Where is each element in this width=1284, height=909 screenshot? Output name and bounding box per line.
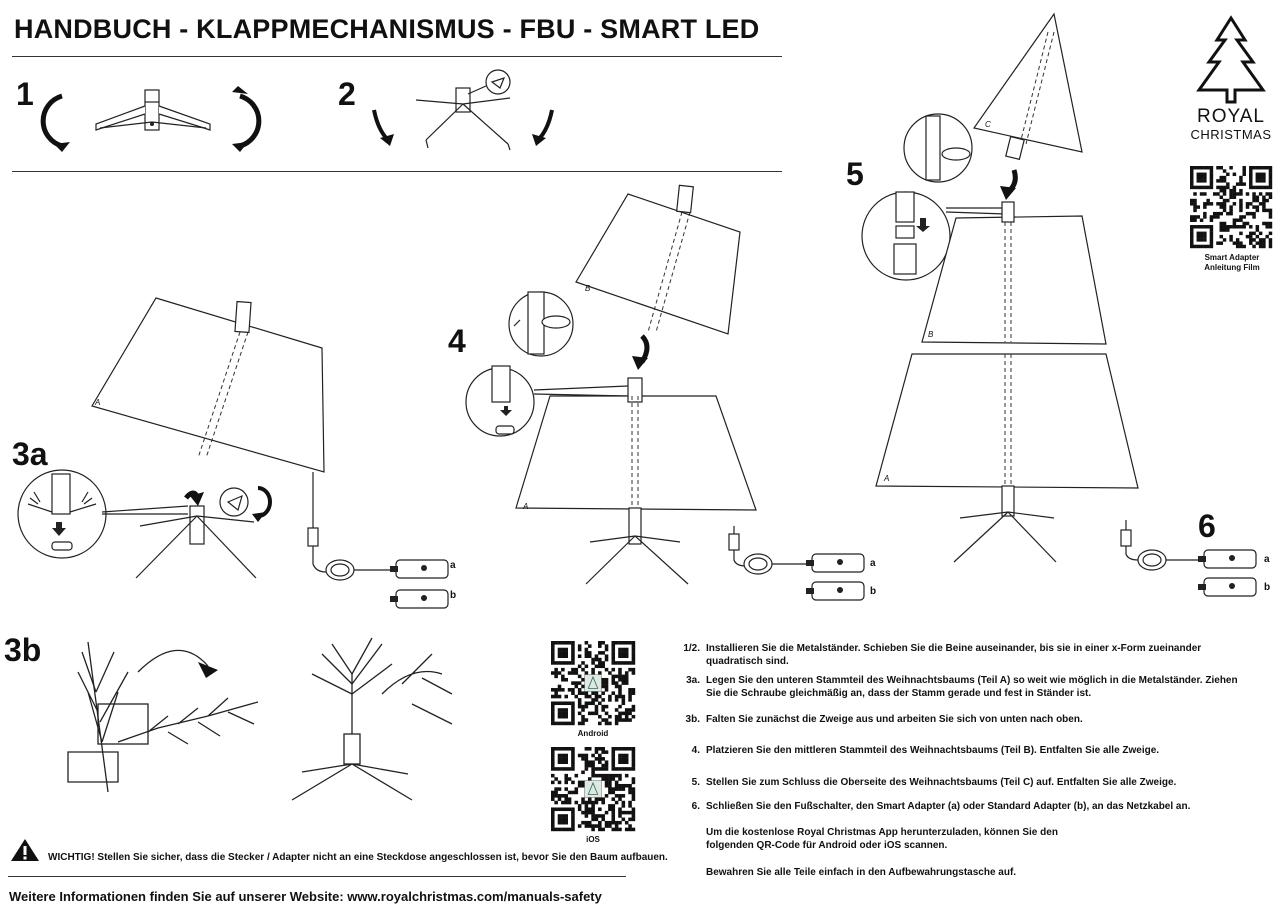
brand-name: ROYAL (1196, 106, 1265, 127)
part-b-label-step5: B (928, 330, 934, 339)
adapter-a-label: a (450, 560, 456, 571)
adapter-b-label-step6: b (1264, 582, 1271, 593)
part-c-label: C (985, 120, 991, 129)
instruction-5: 5. Stellen Sie zum Schluss die Oberseite… (692, 776, 1252, 789)
android-label: Android (577, 729, 609, 738)
step3a-cable-adapters-illustration (307, 472, 449, 609)
step2-open-stand-illustration (372, 69, 554, 151)
brand-sub: CHRISTMAS (1190, 127, 1272, 142)
android-qr-code-icon[interactable] (551, 641, 636, 726)
part-a-label-step4: A (523, 502, 529, 511)
instruction-number: 6. (691, 801, 700, 812)
storage-note: Bewahren Sie alle Teile einfach in den A… (706, 867, 1017, 878)
instruction-4: 4. Platzieren Sie den mittleren Stammtei… (692, 744, 1252, 757)
title-divider (12, 56, 782, 57)
instruction-3b: 3b. Falten Sie zunächst die Zweige aus u… (686, 713, 1252, 726)
adapter-b-label-step4: b (870, 586, 877, 597)
instruction-number: 1/2. (683, 643, 700, 654)
instruction-number: 5. (691, 777, 700, 788)
footer-divider (8, 876, 626, 877)
step3b-branch-stand-illustration (291, 637, 453, 801)
step6-cable-adapters-illustration (1120, 520, 1257, 597)
instruction-number: 3b. (685, 714, 700, 725)
instruction-1-2: 1/2. Installieren Sie die Metalständer. … (683, 642, 1252, 668)
step4-cable-adapters-illustration (728, 526, 865, 601)
steps-divider (12, 171, 782, 172)
instruction-number: 3a. (686, 675, 700, 686)
qr-caption-line1: Smart Adapter (1204, 253, 1260, 262)
step-number-2: 2 (338, 76, 356, 112)
qr-caption-line2: Anleitung Film (1204, 263, 1260, 272)
tree-logo-icon (1196, 15, 1266, 104)
step4-assembly-illustration (465, 291, 757, 585)
page-title: HANDBUCH - KLAPPMECHANISMUS - FBU - SMAR… (14, 14, 760, 44)
warning-icon (11, 839, 39, 861)
adapter-a-label-step4: a (870, 558, 876, 569)
step3a-stand-assembly-illustration (17, 469, 272, 579)
instruction-text: Schließen Sie den Fußschalter, den Smart… (706, 801, 1191, 812)
step-number-3b: 3b (4, 632, 42, 668)
ios-label: iOS (586, 835, 600, 844)
part-b-label-step4: B (585, 284, 591, 293)
step-number-4: 4 (448, 323, 466, 359)
instruction-6: 6. Schließen Sie den Fußschalter, den Sm… (692, 800, 1252, 813)
tree-part-a-illustration (91, 297, 325, 473)
instruction-3a: 3a. Legen Sie den unteren Stammteil des … (686, 674, 1252, 700)
step3b-branch-unfold-illustration (67, 641, 259, 793)
step-number-5: 5 (846, 156, 864, 192)
instruction-number: 4. (691, 745, 700, 756)
qr-code-icon[interactable] (1190, 166, 1274, 249)
instruction-text: Legen Sie den unteren Stammteil des Weih… (706, 675, 1238, 699)
adapter-b-label: b (450, 590, 457, 601)
adapter-a-label-step6: a (1264, 554, 1270, 565)
step-number-6: 6 (1198, 508, 1216, 544)
instruction-text: Installieren Sie die Metalständer. Schie… (706, 643, 1202, 667)
step-number-1: 1 (16, 76, 34, 112)
warning-text: WICHTIG! Stellen Sie sicher, dass die St… (48, 852, 668, 863)
instruction-text: Falten Sie zunächst die Zweige aus und a… (706, 714, 1083, 725)
tree-part-b-illustration (575, 184, 741, 335)
part-a-label: A (95, 398, 101, 407)
part-a-label-step5: A (884, 474, 890, 483)
instruction-text: Platzieren Sie den mittleren Stammteil d… (706, 745, 1160, 756)
ios-qr-code-icon[interactable] (551, 747, 636, 832)
step1-folded-stand-illustration (40, 86, 262, 152)
step-number-3a: 3a (12, 436, 48, 472)
instruction-text: Stellen Sie zum Schluss die Oberseite de… (706, 777, 1177, 788)
app-download-note: Um die kostenlose Royal Christmas App he… (706, 827, 1058, 851)
website-note: Weitere Informationen finden Sie auf uns… (9, 889, 602, 904)
step5-full-tree-illustration (861, 12, 1139, 563)
